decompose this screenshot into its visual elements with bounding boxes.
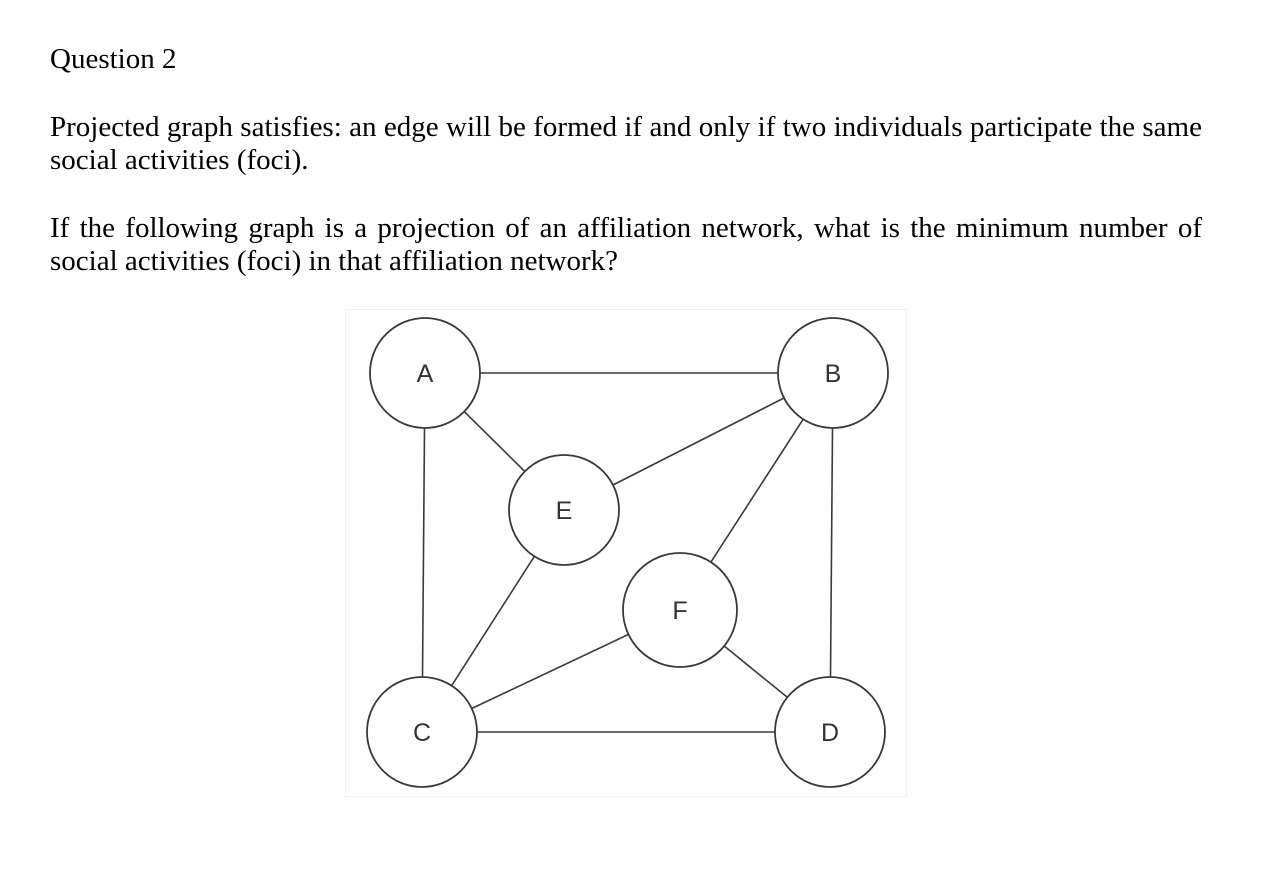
graph-edges	[421, 372, 834, 733]
node-circle-f	[622, 552, 738, 668]
edge-a-c	[421, 427, 426, 678]
node-a: A	[369, 317, 481, 429]
edge-a-e	[463, 411, 526, 472]
node-d: D	[774, 676, 886, 788]
node-circle-a	[369, 317, 481, 429]
edge-b-e	[612, 397, 785, 486]
node-label-a: A	[417, 360, 434, 388]
question-paragraph-prompt: If the following graph is a projection o…	[50, 212, 1202, 277]
node-f: F	[622, 552, 738, 668]
node-label-c: C	[413, 719, 431, 747]
node-label-d: D	[821, 719, 839, 747]
node-circle-b	[777, 317, 889, 429]
node-b: B	[777, 317, 889, 429]
node-circle-d	[774, 676, 886, 788]
edge-c-f	[471, 633, 629, 710]
graph-nodes: A B C D E F	[366, 317, 889, 788]
question-paragraph-definition: Projected graph satisfies: an edge will …	[50, 111, 1202, 176]
node-label-b: B	[825, 360, 842, 388]
edge-b-f	[710, 418, 804, 563]
graph-figure: A B C D E F	[346, 310, 906, 796]
node-circle-e	[508, 454, 620, 566]
graph-diagram: A B C D E F	[366, 317, 889, 788]
node-label-e: E	[556, 497, 573, 525]
node-label-f: F	[672, 597, 687, 625]
node-circle-c	[366, 676, 478, 788]
edge-f-d	[723, 645, 788, 698]
question-title: Question 2	[50, 43, 177, 75]
edge-b-d	[829, 427, 834, 678]
node-c: C	[366, 676, 478, 788]
edge-c-e	[450, 555, 536, 687]
node-e: E	[508, 454, 620, 566]
